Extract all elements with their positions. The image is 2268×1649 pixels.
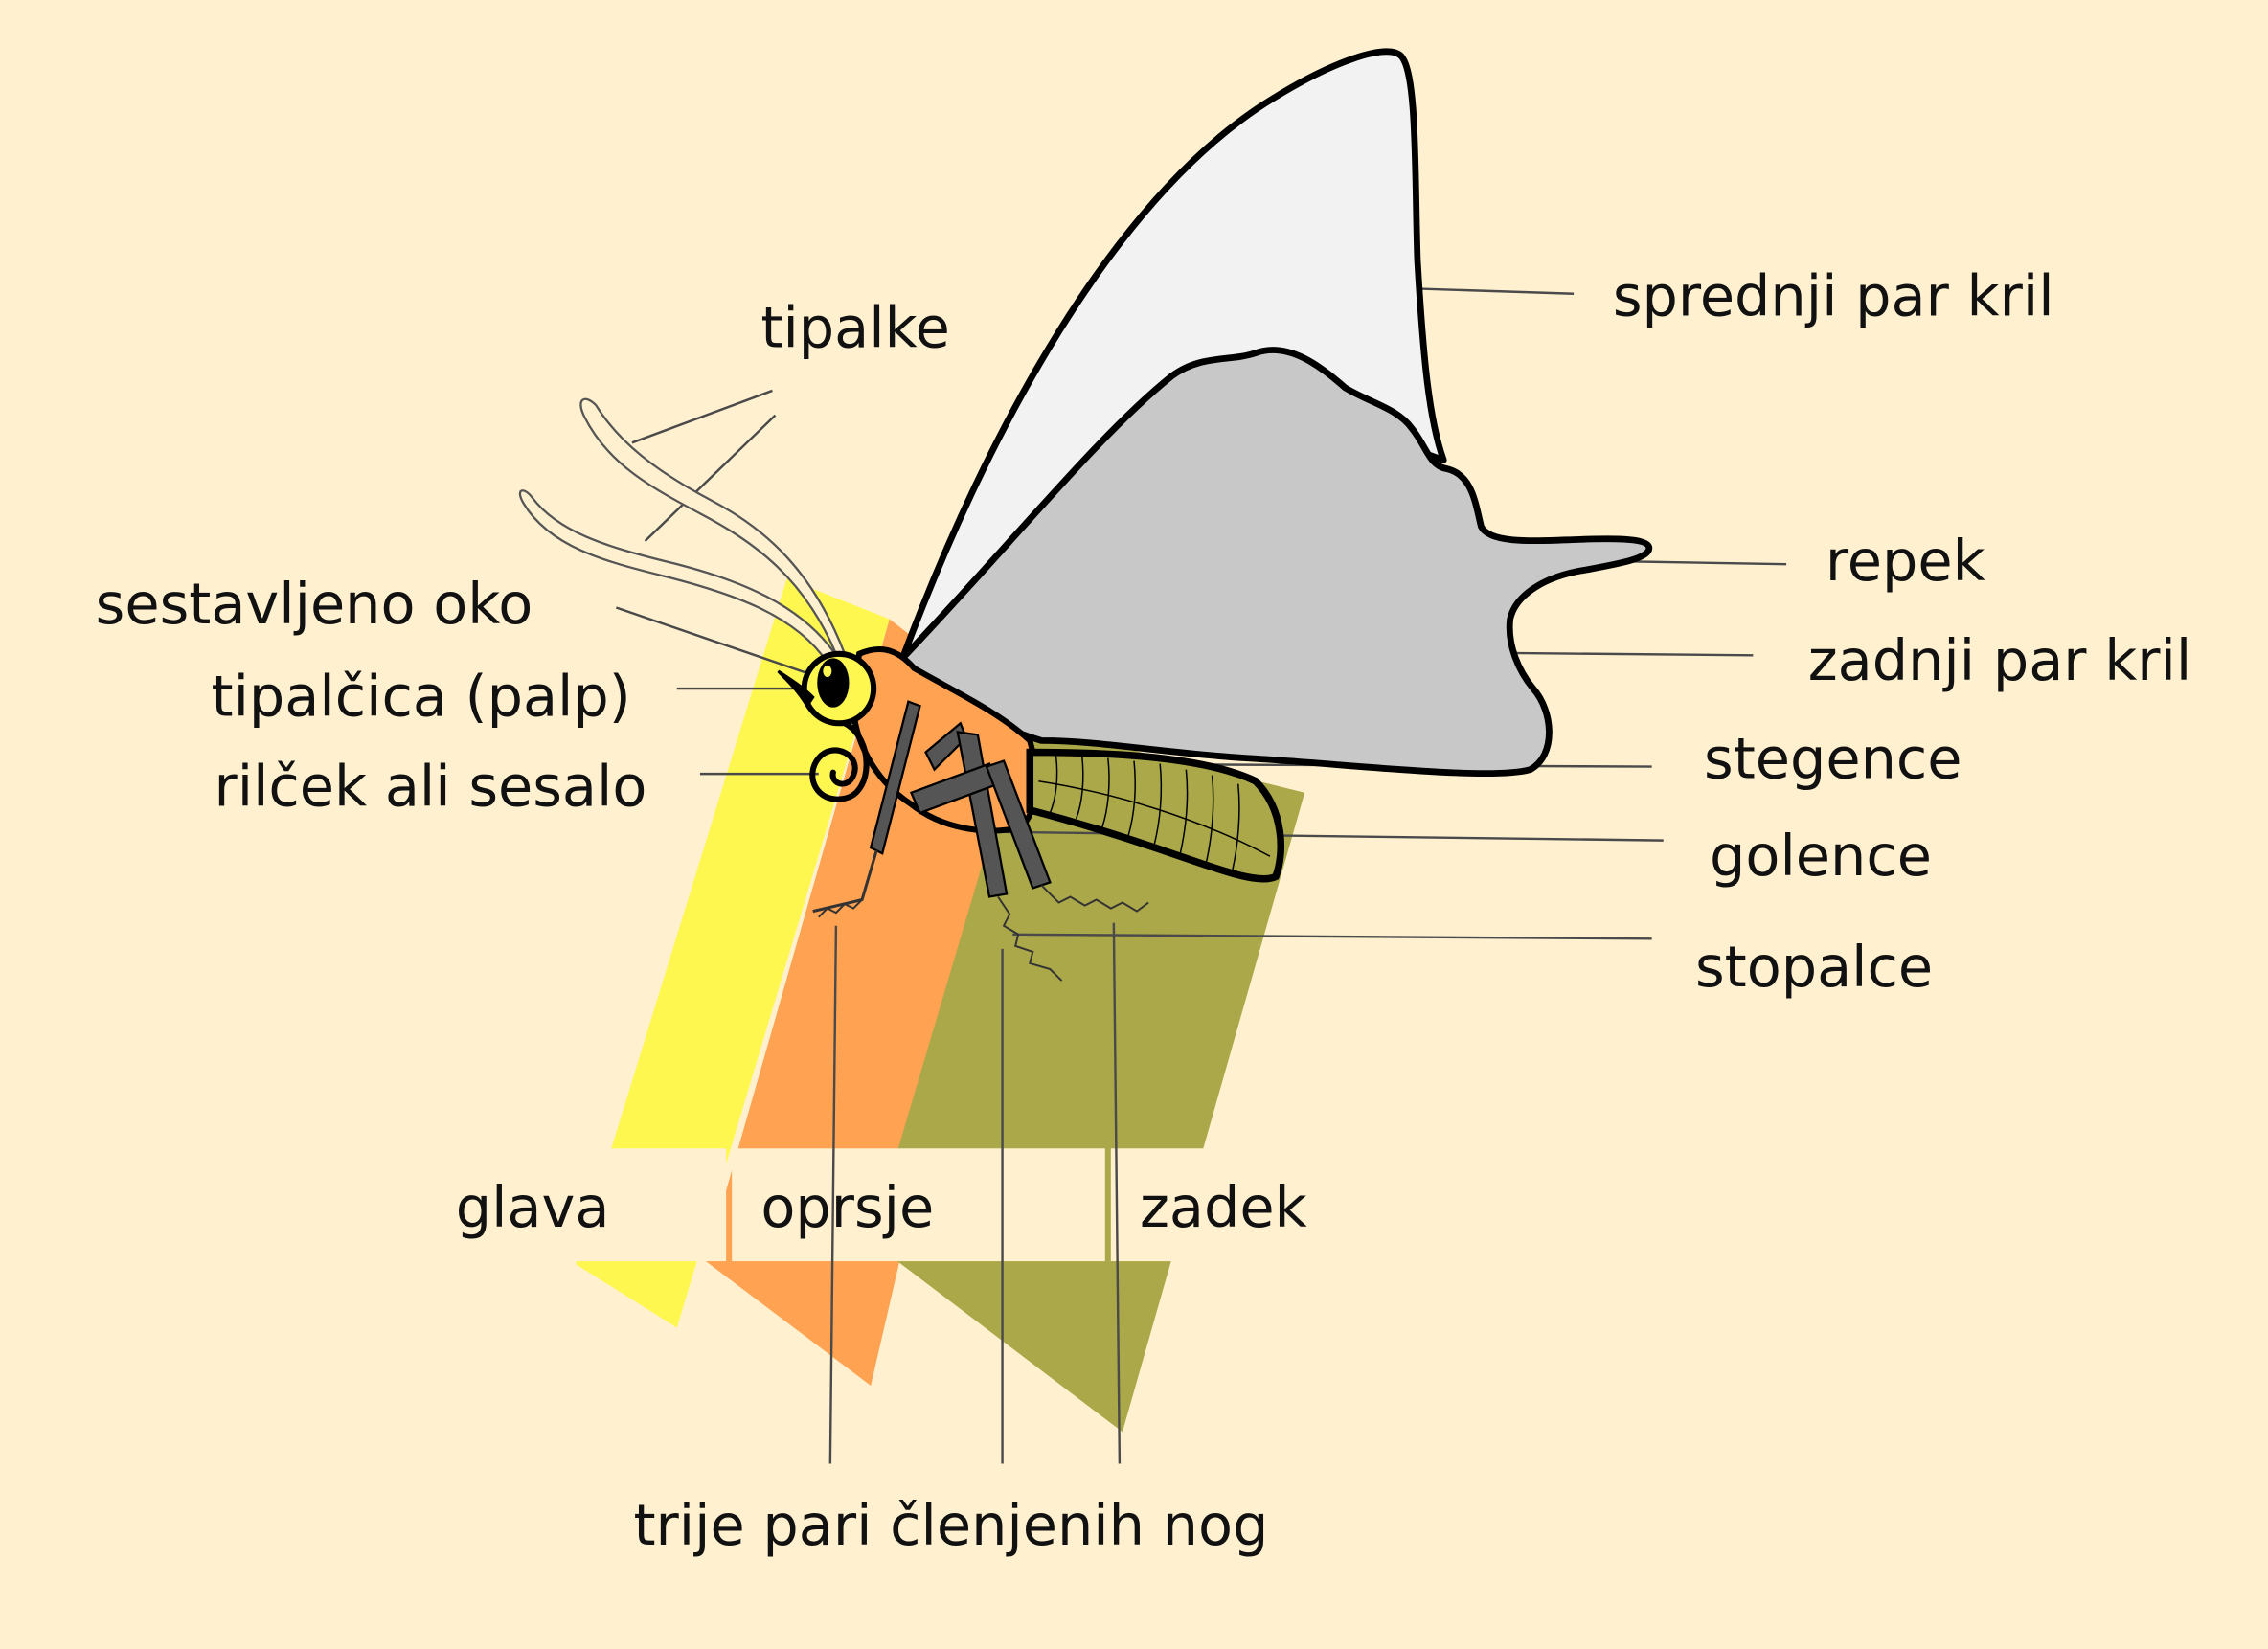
palp xyxy=(777,669,815,709)
proboscis xyxy=(809,720,870,802)
label-legs: trije pari členjenih nog xyxy=(633,1492,1268,1558)
label-compound-eye: sestavljeno oko xyxy=(96,571,533,637)
label-head: glava xyxy=(456,1174,610,1240)
hind-tarsus xyxy=(1040,884,1149,913)
label-tail: repek xyxy=(1826,528,1985,594)
label-forewings: sprednji par kril xyxy=(1613,262,2054,328)
abdomen-segment-lines xyxy=(1038,755,1271,871)
label-antennae: tipalke xyxy=(760,295,949,361)
label-thorax: oprsje xyxy=(760,1174,934,1240)
front-tarsus xyxy=(818,898,863,918)
label-abdomen: zadek xyxy=(1140,1174,1307,1240)
head-label-box xyxy=(437,1148,727,1262)
label-palp: tipalčica (palp) xyxy=(211,664,630,730)
compound-eye xyxy=(817,658,850,708)
thorax-label-box xyxy=(732,1148,1105,1262)
antenna-lower xyxy=(518,489,841,665)
label-tarsus: stopalce xyxy=(1695,934,1933,1000)
eye-highlight xyxy=(823,665,832,677)
hindwing xyxy=(898,347,1653,778)
abdomen-label-box xyxy=(1110,1148,1328,1262)
antenna-upper xyxy=(579,397,847,655)
label-tibia: golence xyxy=(1710,823,1932,889)
label-proboscis: rilček ali sesalo xyxy=(215,753,647,819)
label-femur: stegence xyxy=(1704,726,1962,792)
label-hindwings: zadnji par kril xyxy=(1808,627,2191,693)
middle-tarsus xyxy=(997,895,1063,982)
hind-leg xyxy=(909,759,1149,913)
front-leg xyxy=(812,700,921,918)
abdomen xyxy=(1026,748,1285,883)
